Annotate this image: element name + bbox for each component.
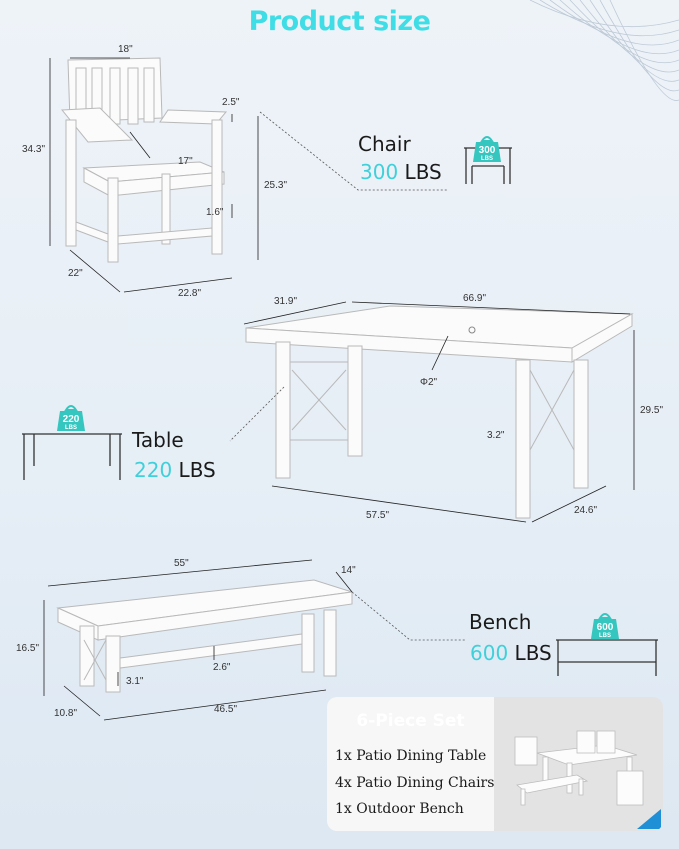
bench-weight-icon — [591, 613, 619, 639]
chair-connector — [259, 111, 448, 191]
table-dimension-lines — [243, 301, 635, 523]
bench-dim-length: 55" — [174, 558, 189, 569]
chair-capacity: 300 LBS — [360, 160, 442, 184]
chair-dim-armrest-width: 2.5" — [222, 97, 240, 108]
bench-dim-height: 16.5" — [16, 643, 40, 654]
table-dim-leg-depth: 24.6" — [574, 505, 598, 516]
chair-weight-value: 300 — [478, 145, 496, 156]
table-dim-leg-span: 57.5" — [366, 510, 390, 521]
table-weight-unit: LBS — [65, 425, 77, 431]
page-title: Product size — [248, 6, 431, 37]
table-capacity-number: 220 — [134, 458, 173, 482]
chair-capacity-unit: LBS — [404, 160, 442, 184]
table-weight-value: 220 — [62, 414, 80, 425]
bench-dim-leg-depth: 10.8" — [54, 708, 78, 719]
set-item-bench: 1x Outdoor Bench — [335, 801, 464, 817]
chair-dim-seat-height: 25.3" — [264, 180, 288, 191]
bench-capacity-number: 600 — [470, 641, 509, 665]
table-capacity: 220 LBS — [134, 458, 216, 482]
chair-dim-seat-depth: 17" — [178, 156, 193, 167]
table-connector — [229, 386, 285, 442]
set-item-table: 1x Patio Dining Table — [335, 748, 487, 764]
table-dim-width: 31.9" — [274, 296, 298, 307]
chair-weight-icon — [473, 136, 501, 162]
set-title: 6-Piece Set — [356, 711, 465, 731]
table-capacity-unit: LBS — [178, 458, 216, 482]
table-icon — [22, 433, 122, 480]
bench-weight-unit: LBS — [599, 633, 611, 639]
chair-dim-width: 22.8" — [178, 288, 202, 299]
chair-weight-unit: LBS — [481, 156, 493, 162]
table-name: Table — [132, 428, 184, 452]
bench-connector — [351, 591, 466, 641]
bench-weight-value: 600 — [596, 622, 614, 633]
bench-capacity-unit: LBS — [514, 641, 552, 665]
bench-dimension-lines — [43, 559, 353, 721]
decorative-lines — [529, 0, 679, 101]
chair-capacity-number: 300 — [360, 160, 399, 184]
bench-icon — [556, 639, 658, 676]
table-dim-height: 29.5" — [640, 405, 664, 416]
set-box: 6-Piece Set 1x Patio Dining Table 4x Pat… — [327, 697, 663, 831]
bench-dim-leg-span: 46.5" — [214, 704, 238, 715]
chair-dim-height: 34.3" — [22, 144, 46, 155]
set-item-chairs: 4x Patio Dining Chairs — [335, 775, 495, 791]
table-dim-leg: 3.2" — [487, 430, 505, 441]
chair-name: Chair — [358, 132, 411, 156]
chair-icon — [464, 147, 512, 184]
bench-dim-depth: 14" — [341, 565, 356, 576]
chair-dimension-lines — [49, 57, 259, 293]
table-weight-icon — [57, 405, 85, 431]
bench-drawing — [56, 579, 353, 693]
set-furniture-image — [514, 730, 661, 829]
table-drawing — [245, 305, 634, 519]
set-list-panel: 6-Piece Set 1x Patio Dining Table 4x Pat… — [327, 697, 494, 831]
chair-dim-depth: 22" — [68, 268, 83, 279]
chair-dim-width-top: 18" — [118, 44, 133, 55]
bench-dim-stretcher: 2.6" — [213, 662, 231, 673]
bench-dim-leg: 3.1" — [126, 676, 144, 687]
table-dim-length: 66.9" — [463, 293, 487, 304]
bench-capacity: 600 LBS — [470, 641, 552, 665]
table-dim-umbrella-hole: Φ2" — [420, 377, 438, 388]
bench-name: Bench — [469, 610, 532, 634]
chair-dim-leg: 1.6" — [206, 207, 224, 218]
chair-drawing — [60, 57, 228, 263]
